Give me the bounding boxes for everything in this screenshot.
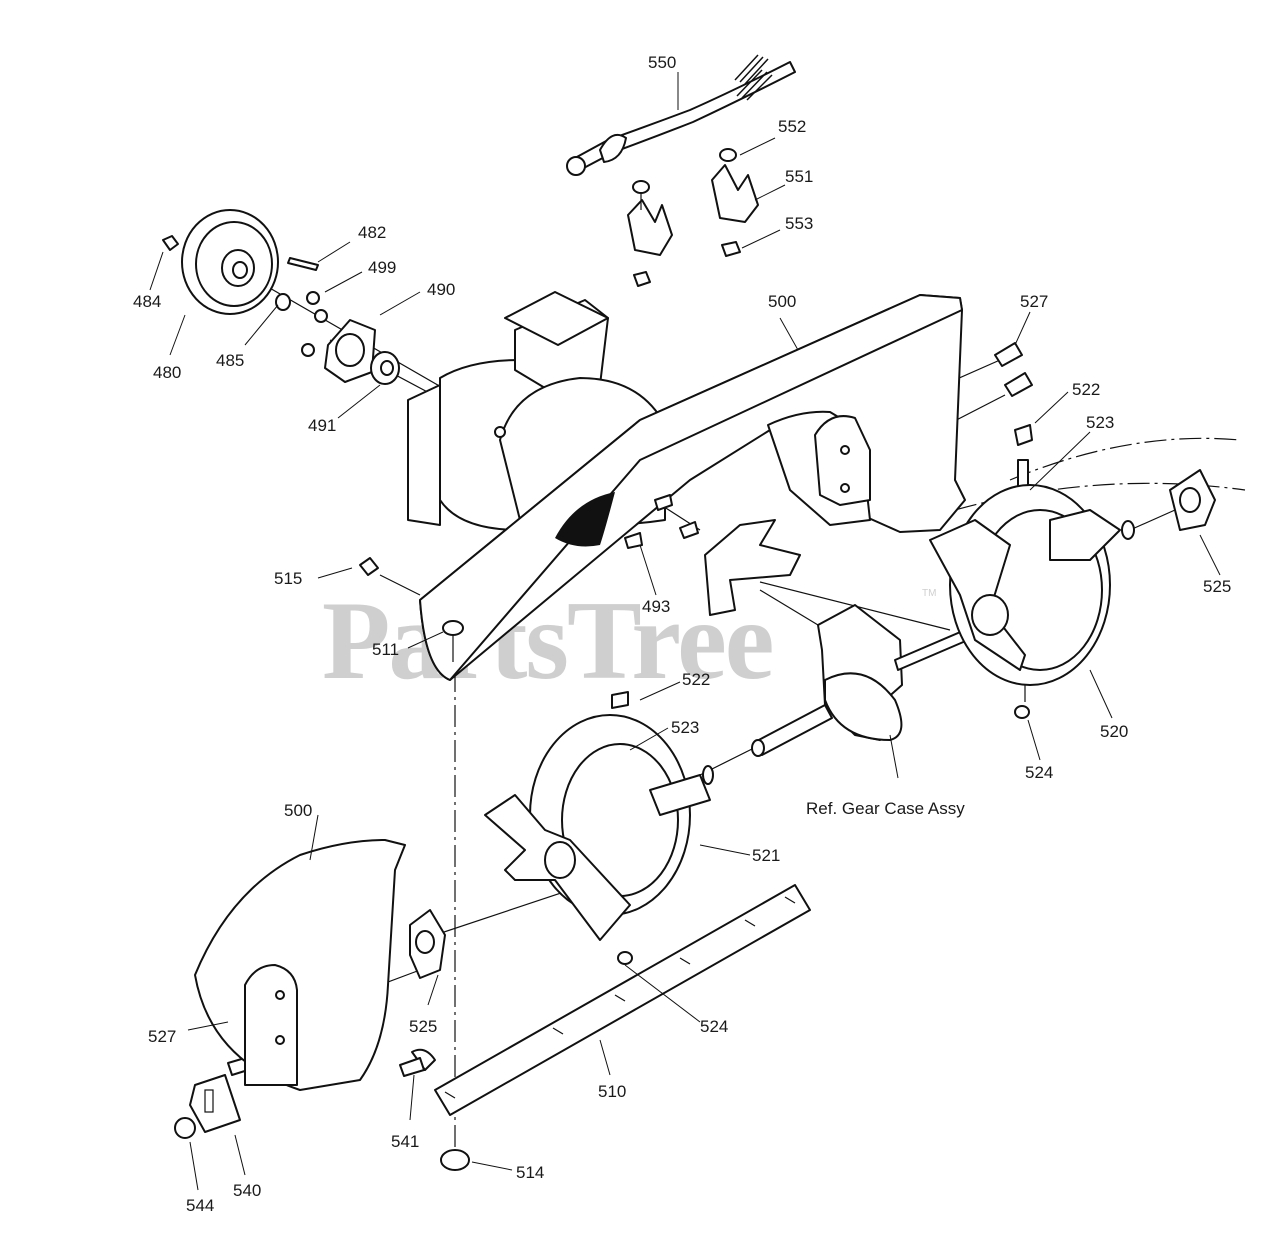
callout-499: 499	[368, 258, 396, 277]
callout-500-top: 500	[768, 292, 796, 311]
callout-482: 482	[358, 223, 386, 242]
callout-522-top: 522	[1072, 380, 1100, 399]
scraper-bar	[434, 884, 811, 1116]
callout-553: 553	[785, 214, 813, 233]
callout-511: 511	[372, 640, 399, 659]
callout-541: 541	[391, 1132, 419, 1151]
callout-521: 521	[752, 846, 780, 865]
right-auger	[929, 469, 1216, 686]
callout-524-bottom: 524	[700, 1017, 728, 1036]
callout-540: 540	[233, 1181, 261, 1200]
gear-case-assembly	[751, 589, 969, 757]
bolts	[174, 342, 1033, 1171]
callout-520: 520	[1100, 722, 1128, 741]
watermark-text: PartsTree	[322, 579, 773, 703]
chute-crank-rod	[566, 54, 796, 176]
callout-490: 490	[427, 280, 455, 299]
callout-493: 493	[642, 597, 670, 616]
callout-523-mid: 523	[671, 718, 699, 737]
pulley	[162, 209, 319, 315]
side-plate	[194, 839, 446, 1091]
leader-lines	[149, 72, 1221, 1191]
callout-485: 485	[216, 351, 244, 370]
callout-525-right: 525	[1203, 577, 1231, 596]
callout-523-top: 523	[1086, 413, 1114, 432]
watermark-trademark: TM	[922, 588, 936, 599]
left-auger	[484, 714, 714, 941]
callout-544: 544	[186, 1196, 214, 1215]
callout-484: 484	[133, 292, 161, 311]
skid-shoe	[189, 1074, 241, 1133]
chute-bracket-clips	[627, 148, 759, 287]
reference-note: Ref. Gear Case Assy	[806, 799, 965, 818]
callout-labels: 550 552 551 553 482 499 490 484 480 485 …	[133, 53, 1231, 1215]
callout-510: 510	[598, 1082, 626, 1101]
callout-515: 515	[274, 569, 302, 588]
callout-525-bottom: 525	[409, 1017, 437, 1036]
callout-550: 550	[648, 53, 676, 72]
callout-522-mid: 522	[682, 670, 710, 689]
callout-480: 480	[153, 363, 181, 382]
callout-551: 551	[785, 167, 813, 186]
callout-527-top: 527	[1020, 292, 1048, 311]
callout-524-right: 524	[1025, 763, 1053, 782]
callout-500-bottom: 500	[284, 801, 312, 820]
callout-527-bottom: 527	[148, 1027, 176, 1046]
callout-552: 552	[778, 117, 806, 136]
callout-491: 491	[308, 416, 336, 435]
bearing-flange-set	[301, 291, 400, 385]
callout-514: 514	[516, 1163, 544, 1182]
auger-housing	[407, 291, 966, 681]
